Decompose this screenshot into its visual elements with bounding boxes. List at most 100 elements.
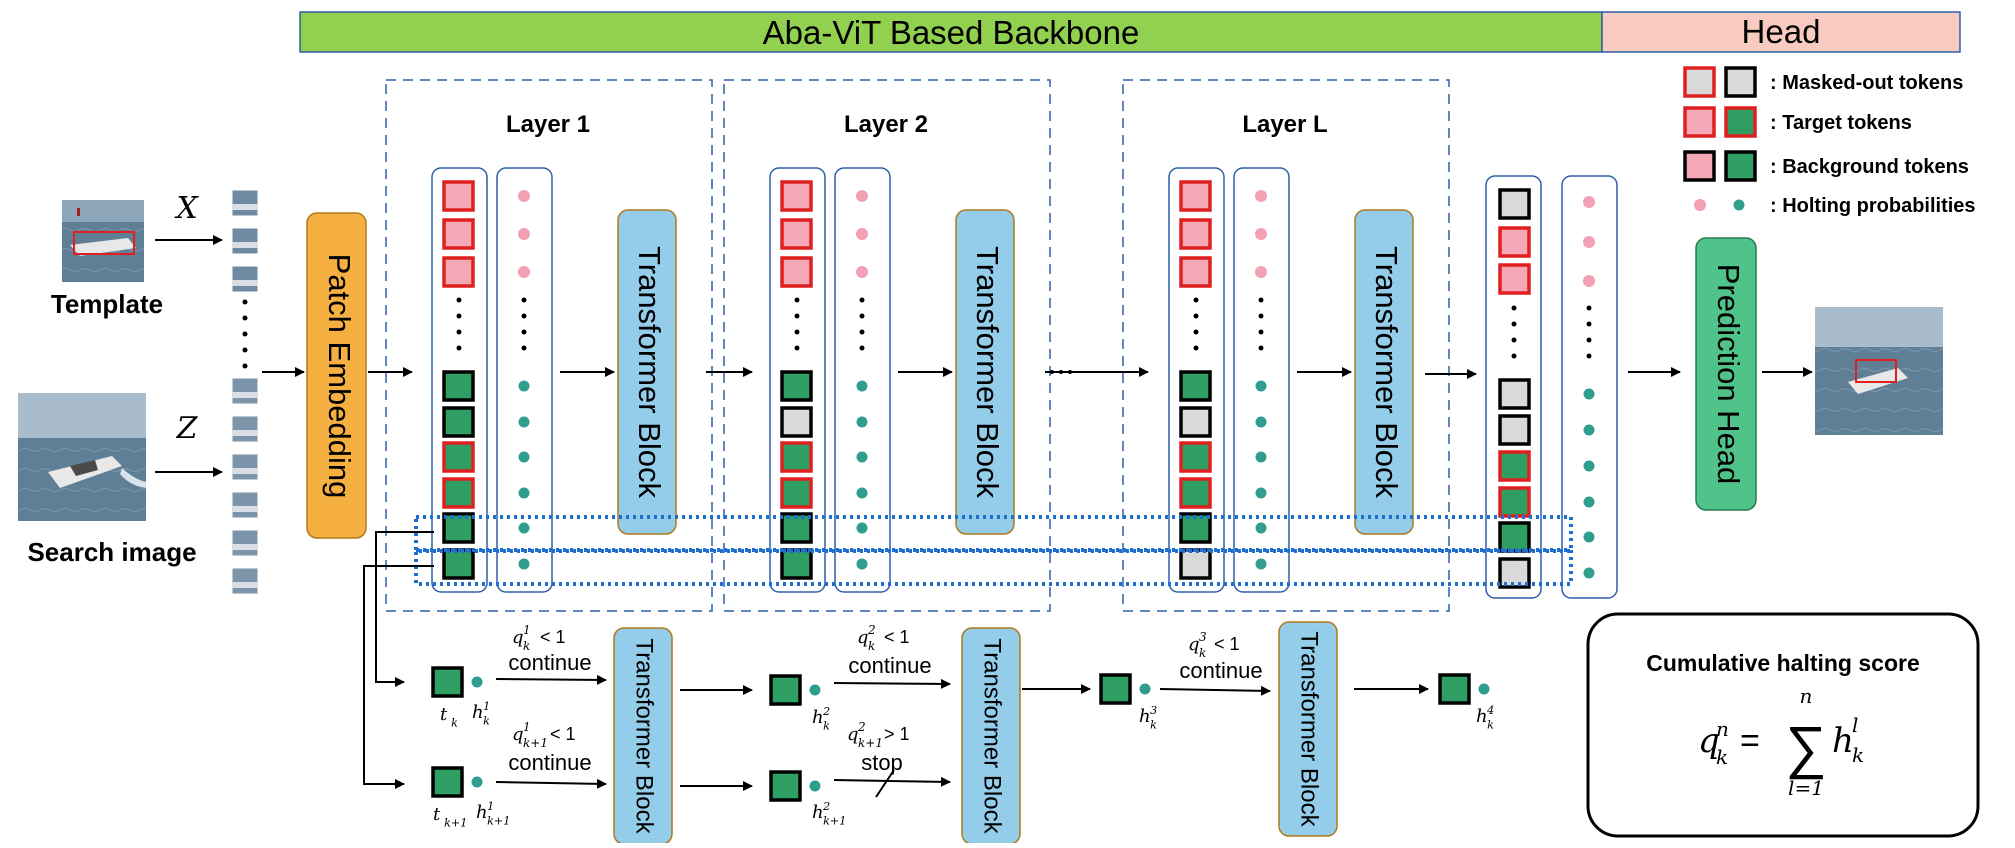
math-base: h xyxy=(1476,706,1488,727)
token xyxy=(442,218,475,250)
ellipsis-dot xyxy=(1258,329,1264,335)
score-equals: = xyxy=(1740,722,1760,760)
token xyxy=(442,180,475,212)
halting-token-dot xyxy=(1477,682,1491,696)
token-column-frame xyxy=(769,167,826,593)
final-token-column-frame xyxy=(1485,175,1542,599)
legend-item-masked: : Masked-out tokens xyxy=(1683,66,1963,98)
math-sup: 2 xyxy=(822,705,830,718)
ellipsis-dot xyxy=(794,329,800,335)
legend-swatch xyxy=(1724,66,1757,98)
ellipsis-dot xyxy=(1258,313,1264,319)
ellipsis-dot xyxy=(242,331,248,337)
halting-dot-teal xyxy=(1582,530,1596,544)
patch-detail xyxy=(232,280,258,286)
cond-sub: k+1 xyxy=(523,736,548,750)
halting-dot-teal xyxy=(1582,387,1596,401)
cond-sup: 2 xyxy=(867,623,876,637)
cond-op: < 1 xyxy=(540,627,566,647)
continue-label: continue xyxy=(1179,658,1262,683)
connector-bottom xyxy=(363,565,434,789)
ellipsis-dot xyxy=(1586,353,1592,359)
ellipsis-dot xyxy=(794,297,800,303)
halting-dot-teal xyxy=(855,557,869,571)
cond-q: q xyxy=(857,627,869,648)
halting-transformer-label: Transformer Block xyxy=(979,638,1006,834)
token xyxy=(442,477,475,509)
halting-dot-pink xyxy=(1583,196,1595,208)
token xyxy=(1179,218,1212,250)
continue-arrow xyxy=(495,778,607,789)
image-patch xyxy=(231,265,259,293)
token xyxy=(780,548,813,580)
ellipsis-dot xyxy=(456,313,462,319)
output-image xyxy=(1815,307,1943,435)
token xyxy=(442,256,475,288)
ellipsis-dot xyxy=(1193,345,1199,351)
halting-token xyxy=(769,674,802,706)
ellipsis-dot xyxy=(1193,313,1199,319)
transformer-block xyxy=(617,209,677,535)
cond-sup: 1 xyxy=(523,623,531,637)
image-patch xyxy=(231,227,259,255)
score-lhs: q xyxy=(1698,721,1720,761)
halting-dot-pink xyxy=(1255,228,1267,240)
halting-dot-pink xyxy=(1583,236,1595,248)
continue-label: continue xyxy=(508,750,591,775)
transformer-block xyxy=(1354,209,1414,535)
cond-op: < 1 xyxy=(1214,634,1240,654)
layer-title: Layer 2 xyxy=(844,111,928,138)
halting-dot-teal xyxy=(1582,459,1596,473)
math-base: t xyxy=(440,704,448,725)
ellipsis-dot xyxy=(794,313,800,319)
math-base: h xyxy=(812,802,824,823)
patch-detail xyxy=(232,506,258,512)
token xyxy=(1179,548,1212,580)
continue-arrow xyxy=(495,674,607,685)
halting-transformer-label: Transformer Block xyxy=(1296,631,1323,827)
stop-label: stop xyxy=(861,750,903,775)
token xyxy=(1498,263,1531,295)
layer-title: Layer 1 xyxy=(506,111,590,138)
score-sum-bottom: l=1 xyxy=(1788,776,1824,800)
stop-arrow xyxy=(833,776,951,787)
halting-dot-pink xyxy=(856,228,868,240)
math-sub: k xyxy=(483,714,490,727)
stop-slash xyxy=(875,769,895,798)
patch-detail xyxy=(232,582,258,588)
math-base: h xyxy=(472,702,484,723)
legend-swatch xyxy=(1683,106,1716,138)
cond-sup: 2 xyxy=(857,720,866,734)
token xyxy=(780,441,813,473)
patch-embedding-block xyxy=(306,212,367,539)
image-patch xyxy=(231,415,259,443)
math-base: t xyxy=(433,804,441,825)
token xyxy=(780,370,813,402)
halting-dot-pink xyxy=(518,266,530,278)
halting-dot-teal xyxy=(1582,495,1596,509)
highlight-row-k1 xyxy=(414,548,1573,586)
halting-dot-teal xyxy=(1582,423,1596,437)
token xyxy=(1498,486,1531,518)
patch-embedding-label: Patch Embedding xyxy=(322,254,357,499)
halting-dot-teal xyxy=(855,379,869,393)
halting-dot-teal xyxy=(1254,521,1268,535)
image-patch xyxy=(231,491,259,519)
header-bars: Aba-ViT Based Backbone Head xyxy=(299,11,1961,53)
image-patches xyxy=(231,189,259,595)
math-sup: 1 xyxy=(483,700,490,713)
token xyxy=(1179,441,1212,473)
halting-dot-teal xyxy=(517,486,531,500)
halting-dot-teal xyxy=(517,557,531,571)
legend-swatch xyxy=(1683,66,1716,98)
patch-detail xyxy=(232,242,258,248)
halting-dot-teal xyxy=(855,450,869,464)
ellipsis-dot xyxy=(1511,337,1517,343)
token xyxy=(1498,414,1531,446)
layer-title: Layer L xyxy=(1242,111,1327,138)
score-box: Cumulative halting score q n k = n ∑ l=1… xyxy=(1586,612,1980,838)
cond-sup: 3 xyxy=(1199,630,1207,644)
